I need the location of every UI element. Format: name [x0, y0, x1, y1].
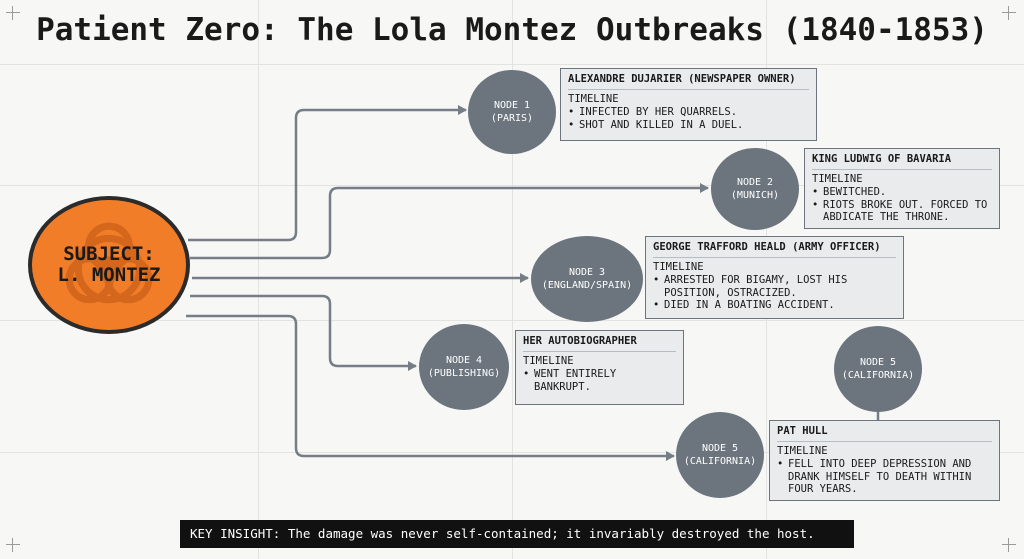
card-timeline: BEWITCHED. RIOTS BROKE OUT. FORCED TO AB…: [812, 186, 992, 224]
timeline-item: RIOTS BROKE OUT. FORCED TO ABDICATE THE …: [812, 199, 992, 224]
card-name: KING LUDWIG OF BAVARIA: [812, 153, 992, 170]
node-3-england-spain: NODE 3 (ENGLAND/SPAIN): [531, 236, 643, 322]
registration-mark: [6, 6, 20, 20]
connector-node-1: [188, 105, 467, 242]
node-title: NODE 5: [859, 357, 897, 368]
node-title: NODE 1: [493, 100, 531, 111]
registration-mark: [1002, 538, 1016, 552]
timeline-item: WENT ENTIRELY BANKRUPT.: [523, 368, 676, 393]
node-place: (PUBLISHING): [427, 368, 501, 379]
card-name: PAT HULL: [777, 425, 992, 442]
timeline-item: FELL INTO DEEP DEPRESSION AND DRANK HIMS…: [777, 458, 992, 496]
card-subheading: TIMELINE: [568, 92, 619, 105]
grid-line: [258, 0, 259, 559]
card-pat-hull: PAT HULL TIMELINE FELL INTO DEEP DEPRESS…: [769, 420, 1000, 501]
node-title: NODE 2: [736, 177, 774, 188]
card-dujarier: ALEXANDRE DUJARIER (NEWSPAPER OWNER) TIM…: [560, 68, 817, 141]
node-place: (ENGLAND/SPAIN): [541, 280, 633, 291]
card-subheading: TIMELINE: [653, 260, 704, 273]
registration-mark: [6, 538, 20, 552]
node-5-california-upper: NODE 5 (CALIFORNIA): [834, 326, 922, 412]
timeline-item: BEWITCHED.: [812, 186, 992, 199]
connector-node-5: [186, 314, 675, 461]
timeline-item: ARRESTED FOR BIGAMY, LOST HIS POSITION, …: [653, 274, 896, 299]
card-subheading: TIMELINE: [812, 172, 863, 185]
node-place: (CALIFORNIA): [841, 370, 915, 381]
node-place: (PARIS): [490, 113, 534, 124]
biohazard-icon: [65, 222, 153, 304]
card-ludwig: KING LUDWIG OF BAVARIA TIMELINE BEWITCHE…: [804, 148, 1000, 229]
subject-label: SUBJECT: L. MONTEZ: [57, 243, 161, 286]
key-insight-banner: KEY INSIGHT: The damage was never self-c…: [180, 520, 854, 548]
grid-line: [0, 452, 1024, 453]
node-title: NODE 3: [568, 267, 606, 278]
card-timeline: ARRESTED FOR BIGAMY, LOST HIS POSITION, …: [653, 274, 896, 312]
node-4-publishing: NODE 4 (PUBLISHING): [419, 324, 509, 410]
timeline-item: DIED IN A BOATING ACCIDENT.: [653, 299, 896, 312]
node-5-california-lower: NODE 5 (CALIFORNIA): [676, 412, 764, 498]
card-autobiographer: HER AUTOBIOGRAPHER TIMELINE WENT ENTIREL…: [515, 330, 684, 405]
timeline-item: INFECTED BY HER QUARRELS.: [568, 106, 809, 119]
page-title: Patient Zero: The Lola Montez Outbreaks …: [36, 12, 988, 48]
card-timeline: WENT ENTIRELY BANKRUPT.: [523, 368, 676, 393]
grid-line: [512, 0, 513, 559]
node-place: (CALIFORNIA): [683, 456, 757, 467]
card-name: HER AUTOBIOGRAPHER: [523, 335, 676, 352]
subject-circle: SUBJECT: L. MONTEZ: [28, 196, 190, 334]
node-2-munich: NODE 2 (MUNICH): [711, 148, 799, 230]
grid-line: [0, 185, 1024, 186]
node-title: NODE 5: [701, 443, 739, 454]
node-title: NODE 4: [445, 355, 483, 366]
card-name: ALEXANDRE DUJARIER (NEWSPAPER OWNER): [568, 73, 809, 90]
registration-mark: [1002, 6, 1016, 20]
card-timeline: FELL INTO DEEP DEPRESSION AND DRANK HIMS…: [777, 458, 992, 496]
card-name: GEORGE TRAFFORD HEALD (ARMY OFFICER): [653, 241, 896, 258]
timeline-item: SHOT AND KILLED IN A DUEL.: [568, 119, 809, 132]
connector-node-4: [190, 294, 417, 371]
node-place: (MUNICH): [730, 190, 780, 201]
grid-line: [0, 64, 1024, 65]
card-subheading: TIMELINE: [777, 444, 828, 457]
card-timeline: INFECTED BY HER QUARRELS. SHOT AND KILLE…: [568, 106, 809, 131]
card-heald: GEORGE TRAFFORD HEALD (ARMY OFFICER) TIM…: [645, 236, 904, 319]
connector-node-2: [190, 183, 709, 260]
grid-line: [0, 320, 1024, 321]
node-1-paris: NODE 1 (PARIS): [468, 70, 556, 154]
card-subheading: TIMELINE: [523, 354, 574, 367]
